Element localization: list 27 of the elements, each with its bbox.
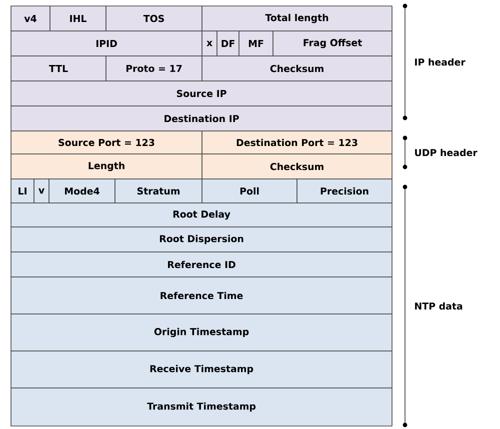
field-cell: Poll [202,178,298,204]
field-cell: Reference Time [10,276,392,314]
field-cell: Stratum [114,178,202,204]
field-cell: Transmit Timestamp [10,388,392,426]
field-cell: Precision [296,178,392,204]
section-label: IP header [415,58,466,66]
field-cell: x [202,30,218,56]
field-cell: Receive Timestamp [10,350,392,388]
field-cell: DF [216,30,240,56]
field-cell: TTL [10,56,106,82]
section-label: NTP data [415,302,462,310]
field-cell: LI [10,178,34,204]
section-label: UDP header [415,148,478,156]
field-cell: Checksum [202,154,392,180]
field-cell: Length [10,154,202,180]
field-cell: MF [238,30,274,56]
field-cell: TOS [106,6,202,32]
field-cell: Destination IP [10,106,392,132]
field-cell: Source Port = 123 [10,130,202,154]
field-cell: Proto = 17 [106,56,202,82]
field-cell: Origin Timestamp [10,314,392,352]
field-cell: Destination Port = 123 [202,130,392,154]
field-cell: IHL [50,6,106,32]
field-cell: v [34,178,50,204]
field-cell: Reference ID [10,252,392,278]
field-cell: Root Dispersion [10,226,392,252]
field-cell: v4 [10,6,50,32]
